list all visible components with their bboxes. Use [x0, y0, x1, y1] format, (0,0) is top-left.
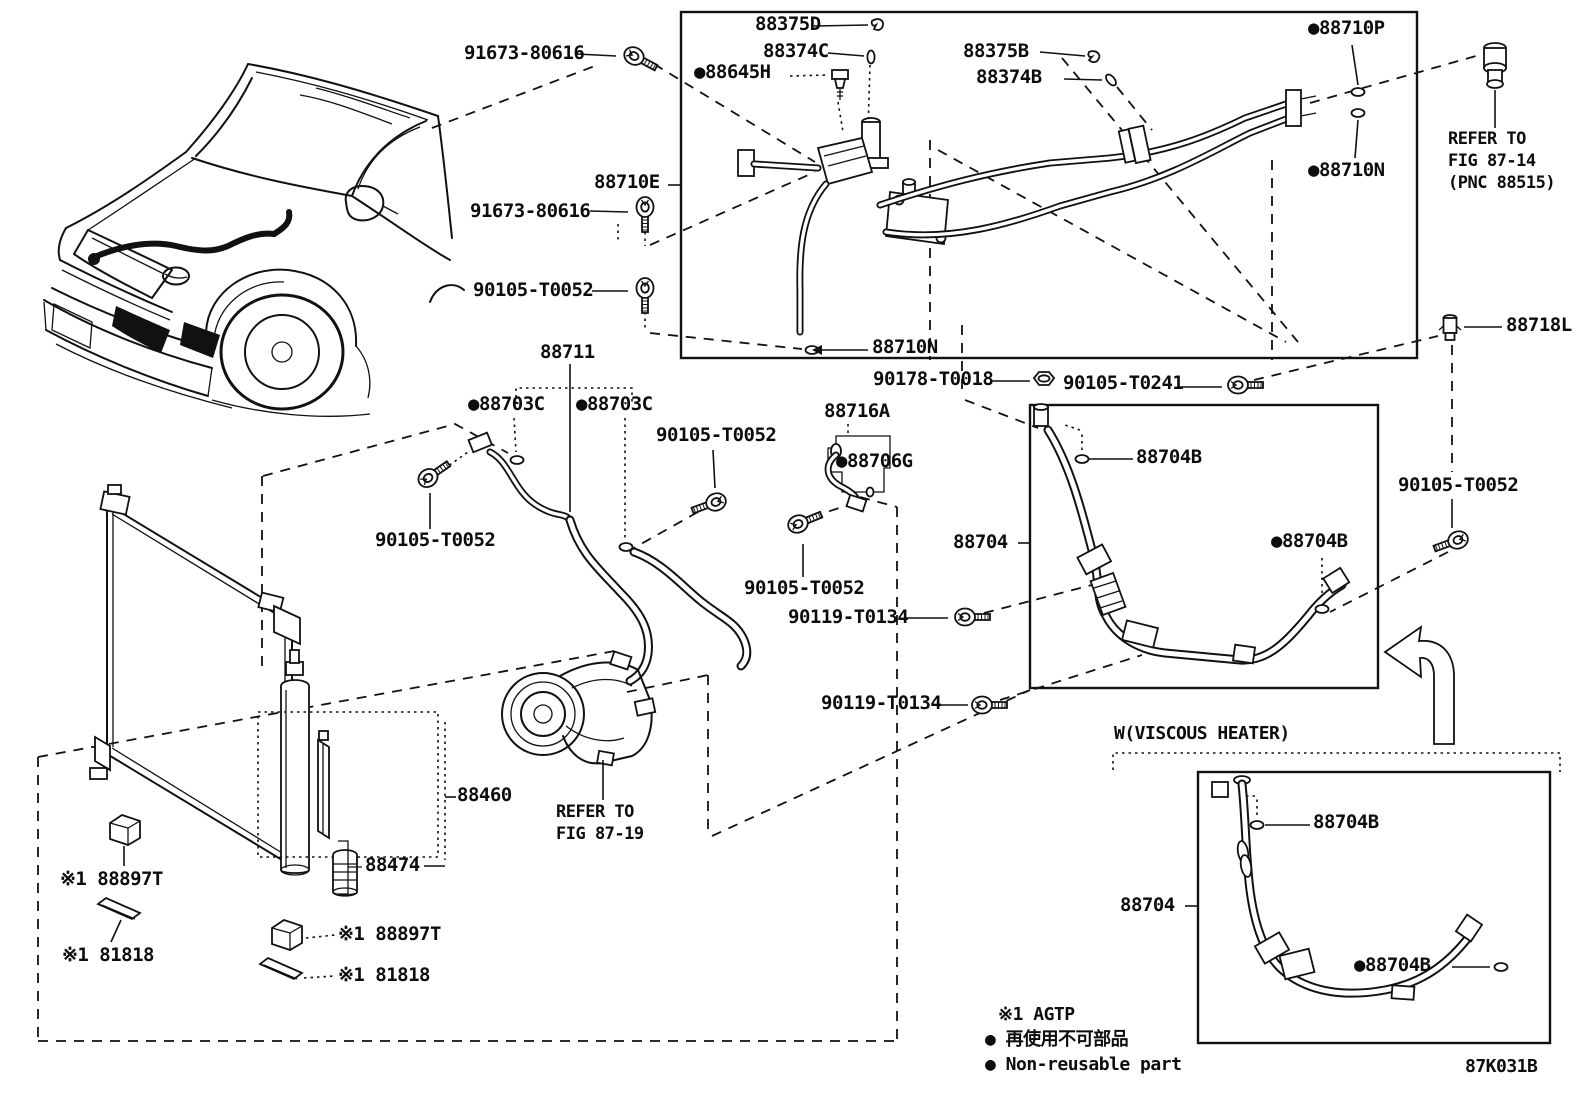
- locator-dashed-lines: [37, 55, 1477, 1042]
- part-label-88711: 88711: [540, 341, 595, 363]
- bolt-90105-4-icon: [414, 455, 455, 492]
- seal-81818-icon: [97, 897, 141, 920]
- part-label-88897t-2: ※1 88897T: [338, 923, 441, 945]
- part-label-90119: 90119-T0134: [788, 606, 909, 628]
- part-label-90105-t0241: 90105-T0241: [1063, 372, 1184, 394]
- cooler-pipe-assembly: [737, 89, 1317, 336]
- grommet-88704b-2-icon: [1314, 604, 1330, 614]
- part-label-88460: 88460: [457, 784, 512, 806]
- part-label-91673-2: 91673-80616: [470, 200, 591, 222]
- grommet-88374b-icon: [1103, 71, 1119, 89]
- part-label-88374b: 88374B: [976, 66, 1042, 88]
- part-label-81818-2: ※1 81818: [338, 964, 431, 986]
- part-label-88718l: 88718L: [1506, 314, 1572, 336]
- clip-88375d-icon: [870, 18, 885, 31]
- part-label-90119-2: 90119-T0134: [821, 692, 942, 714]
- part-label-88710n: ●88710N: [1308, 159, 1385, 181]
- clamp-88897t-2-icon: [271, 919, 303, 951]
- part-label-88645h: ●88645H: [694, 61, 771, 83]
- bolt-90105-icon: [635, 277, 655, 314]
- ref-fig-87-14-line1: REFER TO: [1448, 129, 1526, 149]
- oring-88710n-icon: [1350, 108, 1366, 118]
- part-label-90178: 90178-T0018: [873, 368, 994, 390]
- part-label-88703c-2: ●88703C: [576, 393, 653, 415]
- ref-fig-87-19-line2: FIG 87-19: [556, 824, 644, 844]
- seal-81818-2-icon: [259, 957, 303, 980]
- bolt-90119-icon: [954, 607, 991, 627]
- part-label-91673: 91673-80616: [464, 42, 585, 64]
- condenser-illustration: [89, 484, 456, 980]
- oring-88710p-icon: [1350, 87, 1366, 97]
- top-assembly-box: [679, 10, 1419, 360]
- part-label-88375d: 88375D: [755, 13, 821, 35]
- part-label-88704b-3: 88704B: [1313, 811, 1379, 833]
- part-label-88716a: 88716A: [824, 400, 890, 422]
- clamp-88897t-icon: [109, 814, 141, 846]
- nut-90178-icon: [1033, 371, 1055, 386]
- leader-lines-top: [576, 24, 1502, 388]
- truck-illustration: [43, 63, 465, 417]
- bolt-90105-6-icon: [1430, 527, 1472, 558]
- part-label-88710n-2: 88710N: [872, 336, 938, 358]
- oring-88704b-icon: [1074, 454, 1090, 464]
- legend-agtp: ※1 AGTP: [998, 1004, 1075, 1025]
- discharge-pipe-88711: [429, 364, 752, 686]
- leaders-mid: [905, 458, 1453, 706]
- part-label-88704b: 88704B: [1136, 446, 1202, 468]
- diagram-code: 87K031B: [1465, 1056, 1538, 1077]
- bolt-91673-icon: [620, 42, 661, 77]
- part-label-90105-2: 90105-T0052: [656, 424, 777, 446]
- part-label-88704b-2: ●88704B: [1271, 530, 1348, 552]
- viscous-heater-box: [1112, 752, 1561, 1045]
- legend-non-reusable-en: ● Non-reusable part: [985, 1054, 1182, 1075]
- part-label-90105-3: 90105-T0052: [375, 529, 496, 551]
- part-label-88897t: ※1 88897T: [60, 868, 163, 890]
- oring-88704b-3-icon: [1249, 820, 1265, 830]
- viscous-heater-caption: W(VISCOUS HEATER): [1114, 723, 1290, 744]
- part-label-88474: 88474: [365, 854, 420, 876]
- part-label-88704b-4: ●88704B: [1354, 954, 1431, 976]
- part-label-88374c: 88374C: [763, 40, 829, 62]
- part-label-88710e: 88710E: [594, 171, 660, 193]
- fitting-88515-icon: [1483, 42, 1507, 128]
- part-label-90105-1: 90105-T0052: [473, 279, 594, 301]
- legend-non-reusable-jp: ● 再使用不可部品: [985, 1029, 1129, 1050]
- part-label-88375b: 88375B: [963, 40, 1029, 62]
- ref-fig-87-14-line3: (PNC 88515): [1448, 173, 1556, 193]
- compressor-illustration: [501, 650, 657, 800]
- valve-88718l-icon: [1438, 314, 1462, 341]
- part-label-88710p: ●88710P: [1308, 17, 1385, 39]
- hose-box-88704: [1028, 403, 1380, 690]
- ref-fig-87-19-line1: REFER TO: [556, 802, 634, 822]
- part-label-88703c: ●88703C: [468, 393, 545, 415]
- ref-fig-87-14-line2: FIG 87-14: [1448, 151, 1536, 171]
- grommet-88704b-4-icon: [1493, 962, 1509, 972]
- grommet-88374c-icon: [866, 49, 876, 65]
- suction-tube-88716a: [824, 424, 891, 513]
- bolt-90105-5-icon: [784, 505, 826, 537]
- pressure-sensor-88645h-icon: [831, 69, 849, 100]
- part-label-90105-4: 90105-T0052: [1398, 474, 1519, 496]
- part-label-81818: ※1 81818: [62, 944, 155, 966]
- clip-88375b-icon: [1085, 49, 1102, 65]
- part-label-90105-5: 90105-T0052: [744, 577, 865, 599]
- part-label-88704: 88704: [953, 531, 1008, 553]
- part-label-88706g: ●88706G: [836, 450, 913, 472]
- part-label-88704-2: 88704: [1120, 894, 1175, 916]
- direction-arrow: [1383, 625, 1455, 745]
- bolt-91673-2-icon: [635, 196, 655, 233]
